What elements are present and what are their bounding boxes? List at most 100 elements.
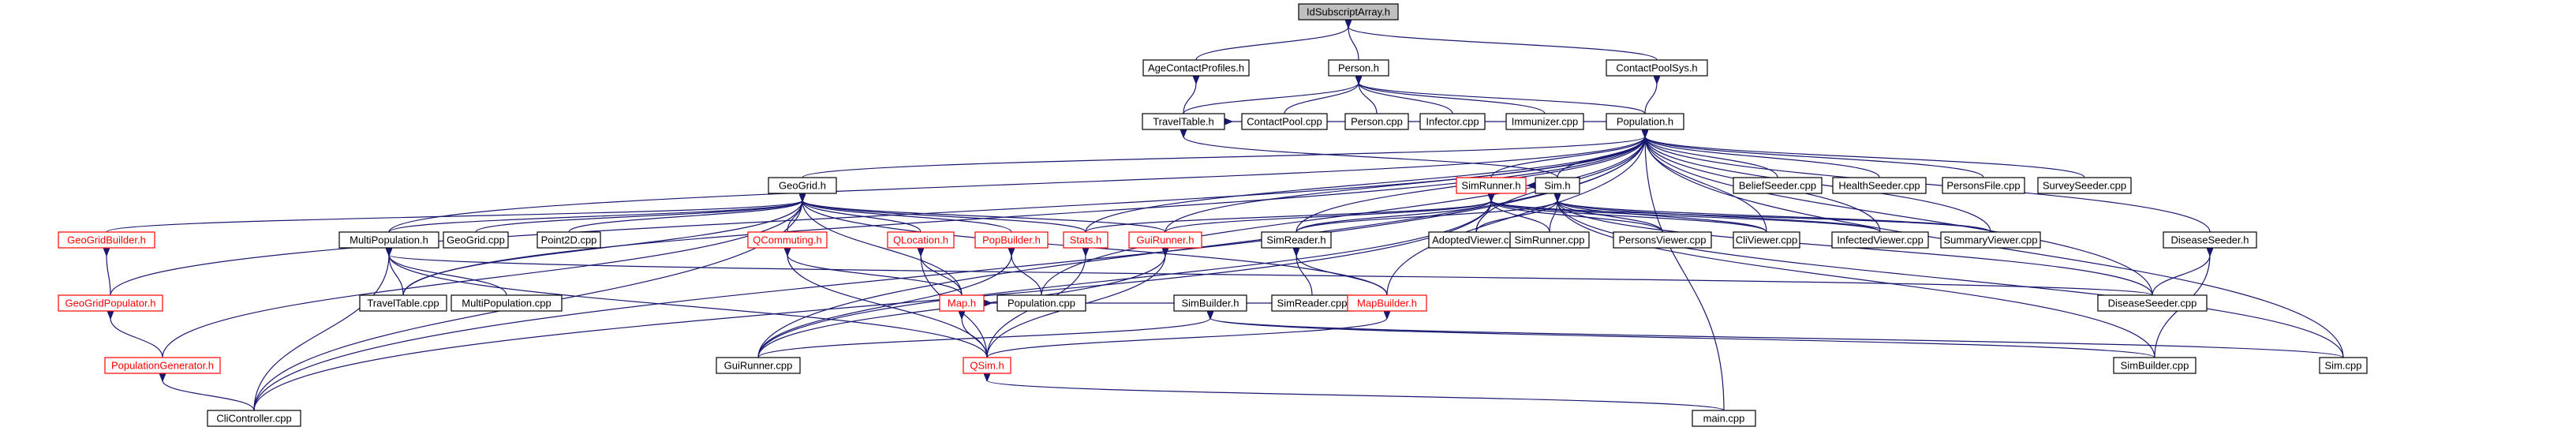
node-summaryviewer[interactable]: SummaryViewer.cpp xyxy=(1940,231,2041,249)
node-healthseeder[interactable]: HealthSeeder.cpp xyxy=(1832,177,1927,194)
node-adoptedviewer[interactable]: AdoptedViewer.cpp xyxy=(1428,231,1524,249)
node-label: SimReader.h xyxy=(1266,234,1325,246)
node-immunizer[interactable]: Immunizer.cpp xyxy=(1505,113,1584,130)
node-box[interactable] xyxy=(1173,294,1247,312)
node-geogrid[interactable]: GeoGrid.h xyxy=(768,177,837,194)
node-label: MultiPopulation.h xyxy=(350,234,428,246)
node-box[interactable] xyxy=(2319,357,2368,374)
node-box[interactable] xyxy=(747,231,828,249)
node-simrunner[interactable]: SimRunner.h xyxy=(1456,177,1527,194)
node-qlocation[interactable]: QLocation.h xyxy=(887,231,955,249)
node-box[interactable] xyxy=(1298,3,1399,21)
node-diseaseseedercpp[interactable]: DiseaseSeeder.cpp xyxy=(2097,294,2208,312)
node-popgen[interactable]: PopulationGenerator.h xyxy=(104,357,221,374)
node-box[interactable] xyxy=(996,294,1086,312)
node-box[interactable] xyxy=(1832,177,1927,194)
node-box[interactable] xyxy=(1241,113,1328,130)
node-cliviewer[interactable]: CliViewer.cpp xyxy=(1733,231,1800,249)
node-box[interactable] xyxy=(1344,113,1409,130)
node-box[interactable] xyxy=(2163,231,2257,249)
node-box[interactable] xyxy=(1419,113,1486,130)
node-box[interactable] xyxy=(537,231,601,249)
node-box[interactable] xyxy=(1142,59,1250,77)
node-geogridcpp[interactable]: GeoGrid.cpp xyxy=(443,231,509,249)
node-box[interactable] xyxy=(1613,231,1712,249)
node-simreader[interactable]: SimReader.h xyxy=(1261,231,1332,249)
node-box[interactable] xyxy=(1733,177,1823,194)
node-box[interactable] xyxy=(1456,177,1527,194)
node-map[interactable]: Map.h xyxy=(939,294,985,312)
node-box[interactable] xyxy=(887,231,955,249)
node-cpsys[interactable]: ContactPoolSys.h xyxy=(1606,59,1708,77)
node-personsfile[interactable]: PersonsFile.cpp xyxy=(1942,177,2025,194)
node-traveltab[interactable]: TravelTable.h xyxy=(1142,113,1225,130)
node-maincpp[interactable]: main.cpp xyxy=(1692,410,1756,427)
node-box[interactable] xyxy=(1347,294,1427,312)
node-box[interactable] xyxy=(1831,231,1929,249)
node-point2d[interactable]: Point2D.cpp xyxy=(537,231,601,249)
node-ggbuilder[interactable]: GeoGridBuilder.h xyxy=(58,231,155,249)
node-box[interactable] xyxy=(1328,59,1389,77)
node-box[interactable] xyxy=(1535,177,1580,194)
node-box[interactable] xyxy=(1509,231,1590,249)
node-cpool[interactable]: ContactPool.cpp xyxy=(1241,113,1328,130)
node-box[interactable] xyxy=(716,357,801,374)
node-person[interactable]: Person.h xyxy=(1328,59,1389,77)
node-box[interactable] xyxy=(1505,113,1584,130)
node-simrunnercpp[interactable]: SimRunner.cpp xyxy=(1509,231,1590,249)
node-box[interactable] xyxy=(1942,177,2025,194)
node-infector[interactable]: Infector.cpp xyxy=(1419,113,1486,130)
node-surveyseeder[interactable]: SurveySeeder.cpp xyxy=(2037,177,2132,194)
node-box[interactable] xyxy=(359,294,447,312)
node-box[interactable] xyxy=(58,294,163,312)
node-personsviewer[interactable]: PersonsViewer.cpp xyxy=(1613,231,1712,249)
node-box[interactable] xyxy=(1063,231,1109,249)
node-beliefseeder[interactable]: BeliefSeeder.cpp xyxy=(1733,177,1823,194)
node-popcpp[interactable]: Population.cpp xyxy=(996,294,1086,312)
node-infectedviewer[interactable]: InfectedViewer.cpp xyxy=(1831,231,1929,249)
node-qsim[interactable]: QSim.h xyxy=(963,357,1011,374)
node-qcommuting[interactable]: QCommuting.h xyxy=(747,231,828,249)
node-box[interactable] xyxy=(2037,177,2132,194)
node-box[interactable] xyxy=(58,231,155,249)
node-box[interactable] xyxy=(1606,59,1708,77)
node-box[interactable] xyxy=(939,294,985,312)
node-guirunner[interactable]: GuiRunner.h xyxy=(1128,231,1202,249)
node-box[interactable] xyxy=(768,177,837,194)
node-box[interactable] xyxy=(1128,231,1202,249)
node-diseaseseederh[interactable]: DiseaseSeeder.h xyxy=(2163,231,2257,249)
node-box[interactable] xyxy=(207,410,301,427)
node-clicontroller[interactable]: CliController.cpp xyxy=(207,410,301,427)
node-box[interactable] xyxy=(974,231,1049,249)
node-box[interactable] xyxy=(451,294,563,312)
node-sim[interactable]: Sim.h xyxy=(1535,177,1580,194)
node-stats[interactable]: Stats.h xyxy=(1063,231,1109,249)
node-box[interactable] xyxy=(104,357,221,374)
node-box[interactable] xyxy=(1692,410,1756,427)
node-traveltablecpp[interactable]: TravelTable.cpp xyxy=(359,294,447,312)
node-multipop[interactable]: MultiPopulation.h xyxy=(338,231,439,249)
node-box[interactable] xyxy=(1606,113,1684,130)
node-simbuilder[interactable]: SimBuilder.h xyxy=(1173,294,1247,312)
node-simreadercpp[interactable]: SimReader.cpp xyxy=(1271,294,1353,312)
node-box[interactable] xyxy=(1142,113,1225,130)
node-popbuilder[interactable]: PopBuilder.h xyxy=(974,231,1049,249)
node-root[interactable]: IdSubscriptArray.h xyxy=(1298,3,1399,21)
node-box[interactable] xyxy=(963,357,1011,374)
node-simcpp[interactable]: Sim.cpp xyxy=(2319,357,2368,374)
node-multipopcpp[interactable]: MultiPopulation.cpp xyxy=(451,294,563,312)
node-box[interactable] xyxy=(1940,231,2041,249)
node-ggpopulator[interactable]: GeoGridPopulator.h xyxy=(58,294,163,312)
node-box[interactable] xyxy=(1733,231,1800,249)
node-guirunnercpp[interactable]: GuiRunner.cpp xyxy=(716,357,801,374)
node-personcpp[interactable]: Person.cpp xyxy=(1344,113,1409,130)
node-ageprof[interactable]: AgeContactProfiles.h xyxy=(1142,59,1250,77)
node-box[interactable] xyxy=(443,231,509,249)
node-box[interactable] xyxy=(2113,357,2197,374)
node-mapbuilder[interactable]: MapBuilder.h xyxy=(1347,294,1427,312)
node-population[interactable]: Population.h xyxy=(1606,113,1684,130)
node-box[interactable] xyxy=(1261,231,1332,249)
node-simbuildercpp[interactable]: SimBuilder.cpp xyxy=(2113,357,2197,374)
node-box[interactable] xyxy=(2097,294,2208,312)
node-box[interactable] xyxy=(338,231,439,249)
